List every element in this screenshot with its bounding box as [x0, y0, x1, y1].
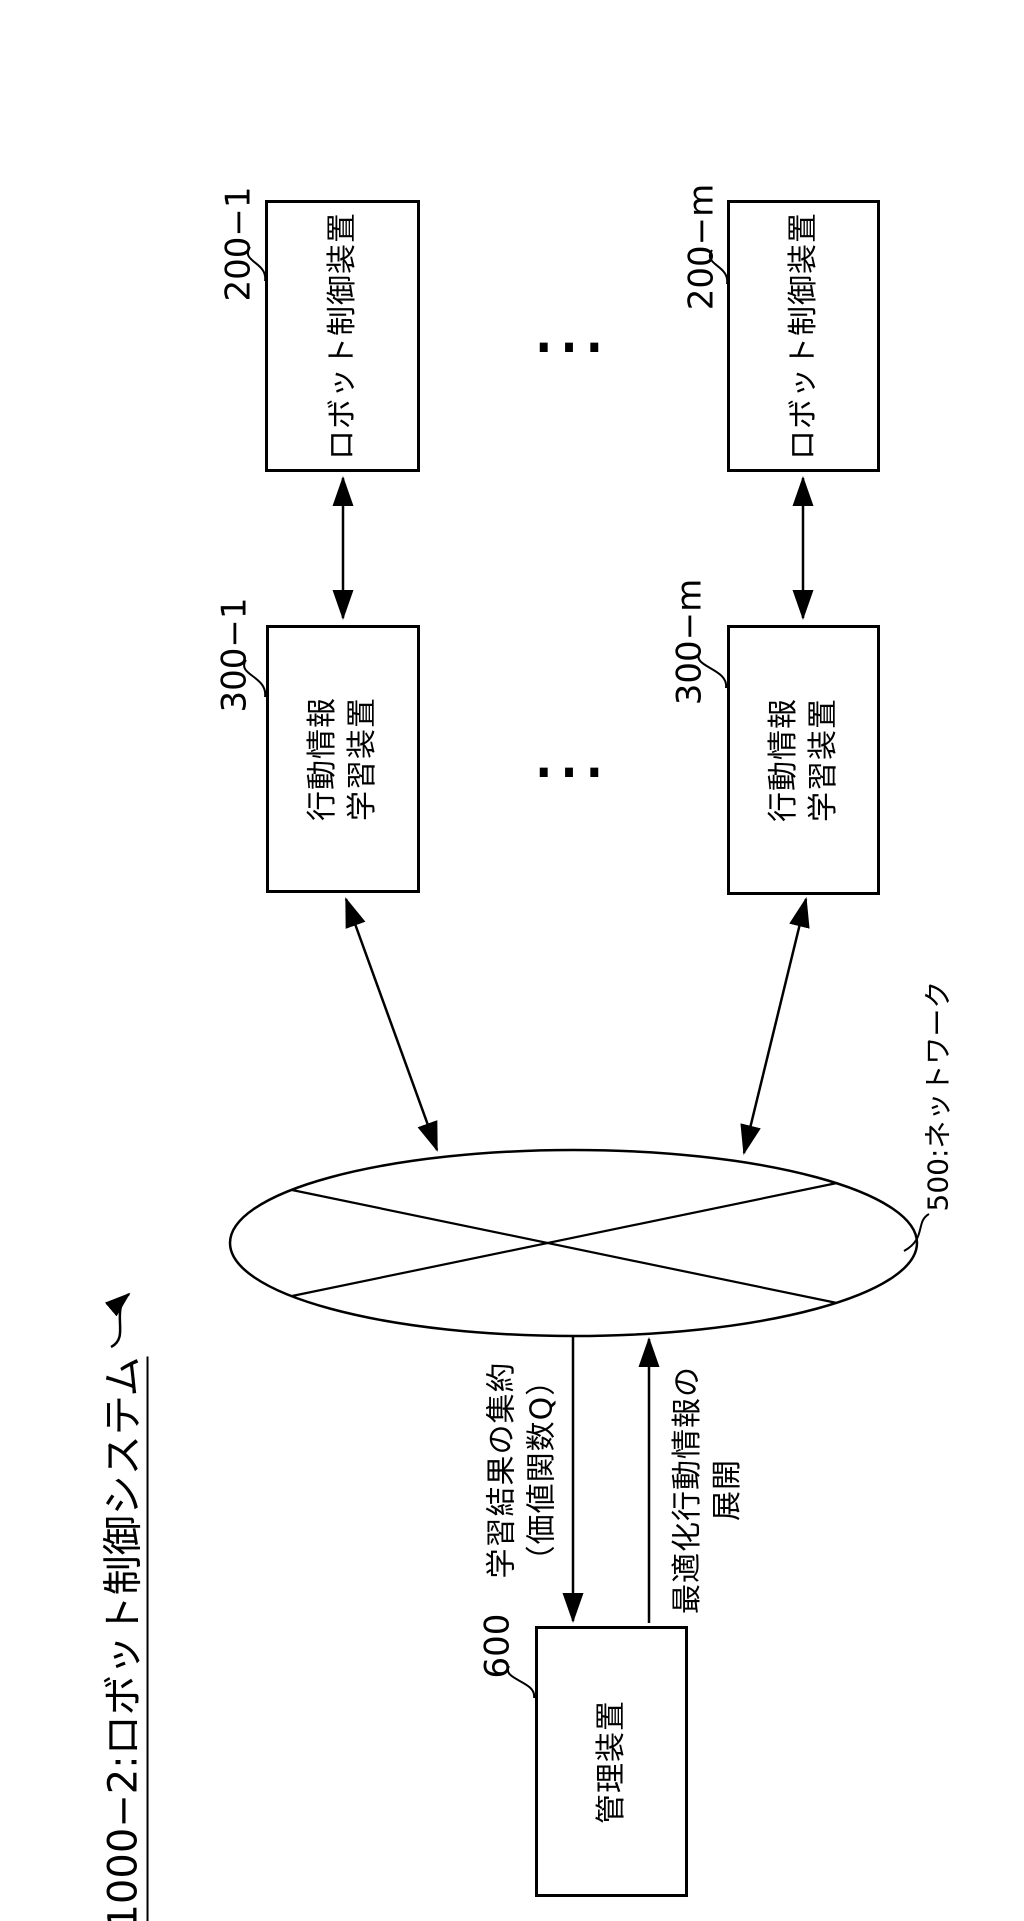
- arrow-300-1-network: [344, 897, 439, 1152]
- ref-label-200-m: 200−m: [631, 184, 771, 311]
- ref-label-500-network: 500:ネットワーク: [801, 981, 1024, 1212]
- network-ellipse: [228, 1148, 919, 1338]
- box-management-device: 管理装置: [535, 1626, 688, 1897]
- ellipsis-dots-top: …: [531, 281, 607, 370]
- figure-title: 1000−2:ロボット制御システム: [0, 1356, 410, 1921]
- box-behavior-learning-device-1: 行動情報 学習装置: [266, 625, 420, 893]
- aggregation-line2: （価値関数Q）: [524, 1364, 559, 1576]
- box-robot-control-device-m: ロボット制御装置: [727, 200, 880, 472]
- label-learning-result-aggregation-text: 学習結果の集約 （価値関数Q）: [482, 1362, 562, 1579]
- label-line2: 学習装置: [345, 697, 380, 821]
- box-management-device-label: 管理装置: [593, 1699, 629, 1824]
- ellipsis-dots-middle: …: [531, 706, 607, 795]
- ref-label-300-1-text: 300−1: [214, 597, 255, 713]
- box-behavior-learning-device-m-label: 行動情報 学習装置: [764, 698, 844, 822]
- label-optimized-behavior-deployment: 最適化行動情報の 展開: [568, 1366, 848, 1614]
- ref-label-200-1: 200−1: [174, 186, 304, 301]
- label-line2: 学習装置: [805, 698, 841, 822]
- deployment-line2: 展開: [710, 1459, 745, 1521]
- network-chord-1: [291, 1188, 838, 1305]
- squiggle-500: [903, 1213, 930, 1252]
- box-robot-control-device-1: ロボット制御装置: [265, 200, 420, 472]
- ref-label-300-m: 300−m: [619, 579, 759, 706]
- label-line1: 行動情報: [305, 697, 340, 821]
- arrow-300-m-network: [740, 897, 810, 1155]
- ref-label-200-1-text: 200−1: [218, 186, 259, 302]
- label-line1: 行動情報: [765, 698, 801, 822]
- ref-label-600-text: 600: [477, 1613, 517, 1679]
- ref-label-600: 600: [457, 1614, 537, 1679]
- ref-label-300-m-text: 300−m: [668, 578, 709, 706]
- ref-label-200-m-text: 200−m: [680, 183, 721, 311]
- ref-label-500-network-text: 500:ネットワーク: [920, 980, 954, 1212]
- box-behavior-learning-device-1-label: 行動情報 学習装置: [303, 697, 383, 821]
- deployment-line1: 最適化行動情報の: [670, 1366, 705, 1614]
- box-behavior-learning-device-m: 行動情報 学習装置: [727, 625, 880, 895]
- figure-title-text: 1000−2:ロボット制御システム: [100, 1356, 147, 1921]
- label-optimized-behavior-deployment-text: 最適化行動情報の 展開: [668, 1366, 748, 1614]
- box-robot-control-device-1-label: ロボット制御装置: [324, 212, 360, 460]
- network-chord-2: [291, 1181, 838, 1298]
- aggregation-line1: 学習結果の集約: [484, 1361, 519, 1579]
- box-robot-control-device-m-label: ロボット制御装置: [785, 212, 821, 460]
- ref-label-300-1: 300−1: [170, 597, 300, 712]
- title-pointer-arrow: [104, 1292, 131, 1349]
